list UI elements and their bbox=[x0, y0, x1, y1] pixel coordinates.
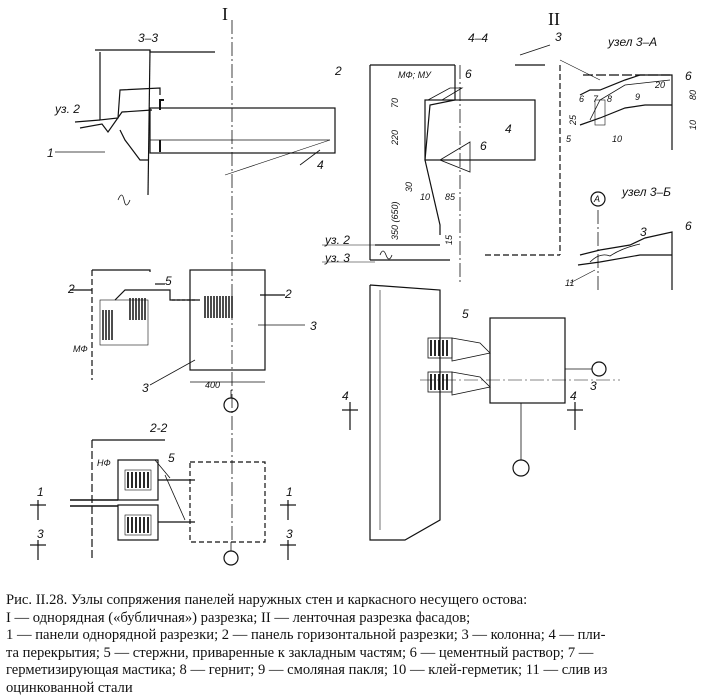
figure-caption: Рис. II.28. Узлы сопряжения панелей нару… bbox=[6, 592, 718, 698]
dimension-80: 80 bbox=[688, 90, 698, 100]
dimension-25: 25 bbox=[568, 114, 578, 126]
cut-mark-3-right: 3 bbox=[286, 527, 293, 541]
dimension-10-node: 10 bbox=[688, 120, 698, 130]
part-label-I: I bbox=[222, 4, 228, 24]
callout-6-node-a: 6 bbox=[685, 69, 692, 83]
callout-3-top: 3 bbox=[555, 30, 562, 44]
dimension-400: 400 bbox=[205, 380, 220, 390]
dimension-30: 30 bbox=[404, 182, 414, 192]
callout-6-small: 6 bbox=[579, 94, 584, 104]
dimension-70: 70 bbox=[390, 98, 400, 108]
node-ref-uz2-right: уз. 2 bbox=[324, 233, 350, 247]
node-label-3-B: узел 3–Б bbox=[621, 185, 671, 199]
dimension-220: 220 bbox=[390, 130, 400, 146]
technical-drawing: I II 3–3 4–4 2-2 узел 3–А узел 3–Б уз. 2… bbox=[30, 4, 698, 566]
callout-7: 7 bbox=[593, 94, 599, 104]
dimension-15: 15 bbox=[444, 234, 454, 245]
caption-line-6: оцинкованной стали bbox=[6, 679, 133, 696]
dimension-10: 10 bbox=[420, 192, 430, 202]
callout-10: 10 bbox=[612, 134, 622, 144]
callout-5-plan: 5 bbox=[165, 274, 172, 288]
cut-mark-2-left: 2 bbox=[67, 282, 75, 296]
cut-mark-3-left: 3 bbox=[37, 527, 44, 541]
cut-mark-1-right: 1 bbox=[286, 485, 293, 499]
cut-mark-2-right: 2 bbox=[284, 287, 292, 301]
callout-6-mid: 6 bbox=[480, 139, 487, 153]
cut-mark-4-right: 4 bbox=[570, 389, 577, 403]
callout-4-right: 4 bbox=[505, 122, 512, 136]
mark-nf: НФ bbox=[97, 458, 111, 468]
part-label-II: II bbox=[548, 9, 560, 29]
callout-8: 8 bbox=[607, 94, 612, 104]
mark-mf-mu: МФ; МУ bbox=[398, 70, 432, 80]
caption-line-3: 1 — панели однорядной разрезки; 2 — пане… bbox=[6, 627, 606, 644]
cut-mark-4-left: 4 bbox=[342, 389, 349, 403]
callout-5-node: 5 bbox=[566, 134, 572, 144]
cut-mark-1-left: 1 bbox=[37, 485, 44, 499]
callout-6-top: 6 bbox=[465, 67, 472, 81]
section-label-3-3: 3–3 bbox=[138, 31, 158, 45]
caption-title: Рис. II.28. Узлы сопряжения панелей нару… bbox=[6, 592, 528, 608]
mark-mf: МФ bbox=[73, 344, 88, 354]
callout-5-column: 5 bbox=[462, 307, 469, 321]
callout-3-right: 3 bbox=[590, 379, 597, 393]
section-2-2-view bbox=[30, 439, 296, 566]
callout-11: 11 bbox=[565, 278, 574, 288]
section-3-3-view bbox=[55, 49, 336, 206]
column-view-II bbox=[342, 284, 620, 541]
callout-3-plan: 3 bbox=[142, 381, 149, 395]
dimension-350-650: 350 (650) bbox=[390, 201, 400, 240]
section-4-4-view bbox=[322, 44, 561, 285]
plan-view-I bbox=[70, 269, 305, 413]
callout-1: 1 bbox=[47, 146, 54, 160]
callout-9: 9 bbox=[635, 92, 640, 102]
node-label-3-A: узел 3–А bbox=[607, 35, 657, 49]
node-3-A-view bbox=[559, 59, 673, 150]
callout-6-node-b: 6 bbox=[685, 219, 692, 233]
section-label-2-2: 2-2 bbox=[149, 421, 168, 435]
callout-3-left: 3 bbox=[310, 319, 317, 333]
caption-line-2: I — однорядная («бубличная») разрезка; I… bbox=[6, 609, 471, 626]
callout-5-section: 5 bbox=[168, 451, 175, 465]
node-ref-uz2-left: уз. 2 bbox=[54, 102, 80, 116]
callout-4-left: 4 bbox=[317, 158, 324, 172]
caption-line-5: герметизирующая мастика; 8 — гернит; 9 —… bbox=[6, 662, 608, 679]
dimension-85: 85 bbox=[445, 192, 456, 202]
section-label-4-4: 4–4 bbox=[468, 31, 488, 45]
dimension-20: 20 bbox=[654, 80, 665, 90]
node-3-B-view bbox=[569, 191, 673, 290]
callout-3-node: 3 bbox=[640, 225, 647, 239]
caption-line-4: та перекрытия; 5 — стержни, приваренные … bbox=[6, 644, 594, 661]
mark-axis-a: А bbox=[593, 194, 600, 204]
node-ref-uz3-right: уз. 3 bbox=[324, 251, 350, 265]
callout-2: 2 bbox=[334, 64, 342, 78]
